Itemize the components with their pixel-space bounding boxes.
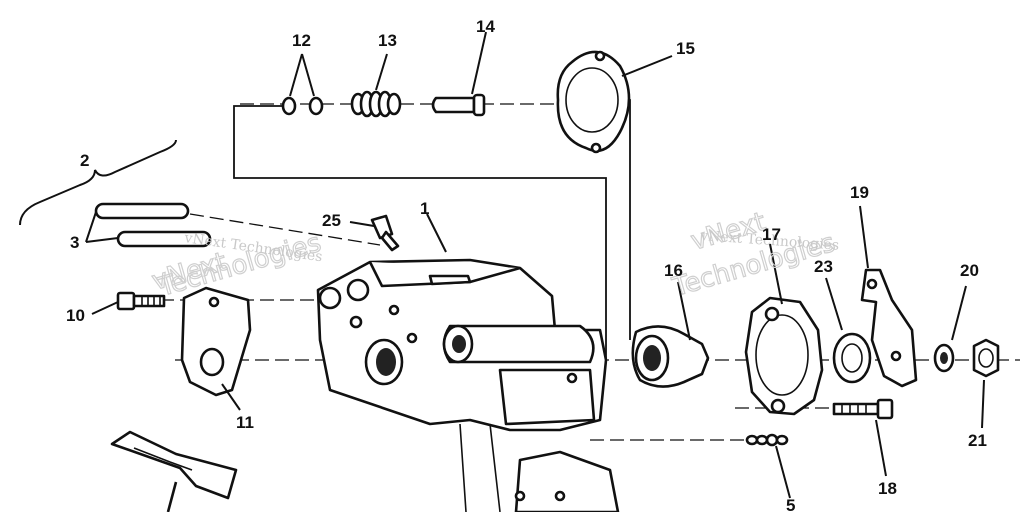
callout-17: 17: [762, 225, 781, 244]
part-12-o-rings: [281, 96, 324, 116]
callout-11: 11: [236, 413, 254, 432]
part-5-clip: [745, 433, 789, 447]
part-11-plate: [180, 286, 252, 397]
leader-lines: [85, 31, 985, 499]
callout-20: 20: [960, 261, 979, 280]
callout-1: 1: [420, 199, 429, 218]
part-20-washer: [933, 343, 955, 373]
callout-15: 15: [676, 39, 695, 58]
part-25-fitting: [370, 214, 400, 252]
part-17-flange: [744, 296, 824, 416]
lower-center-part: [514, 450, 620, 512]
centerline-3: [189, 213, 381, 246]
lower-left-bracket: [110, 430, 238, 512]
part-19-bracket: [860, 268, 918, 388]
callout-21: 21: [968, 431, 987, 450]
bracket-2: [19, 139, 177, 226]
callout-14: 14: [476, 17, 495, 36]
callout-16: 16: [664, 261, 683, 280]
callout-2: 2: [80, 151, 89, 170]
callout-25: 25: [322, 211, 341, 230]
part-3-pins: [94, 202, 212, 248]
part-10-bolt: [116, 291, 166, 311]
callout-12: 12: [292, 31, 311, 50]
routing-line-right: [620, 99, 631, 340]
callout-10: 10: [66, 306, 85, 325]
part-16-adapter: [631, 325, 710, 388]
part-1-housing: [316, 258, 608, 512]
callout-23: 23: [814, 257, 833, 276]
part-21-nut: [972, 338, 1000, 378]
part-14-plunger: [431, 93, 486, 117]
callout-19: 19: [850, 183, 869, 202]
callout-18: 18: [878, 479, 897, 498]
callout-3: 3: [70, 233, 79, 252]
callout-13: 13: [378, 31, 397, 50]
callout-labels: 12 13 14 15 2 3 10 11 25 1 16 17 19 23 2…: [66, 17, 987, 512]
callout-5: 5: [786, 496, 795, 512]
part-13-spring: [350, 90, 402, 118]
part-23-seal-ring: [832, 332, 872, 384]
part-15-gasket: [556, 50, 631, 154]
part-18-bolt: [832, 398, 894, 420]
